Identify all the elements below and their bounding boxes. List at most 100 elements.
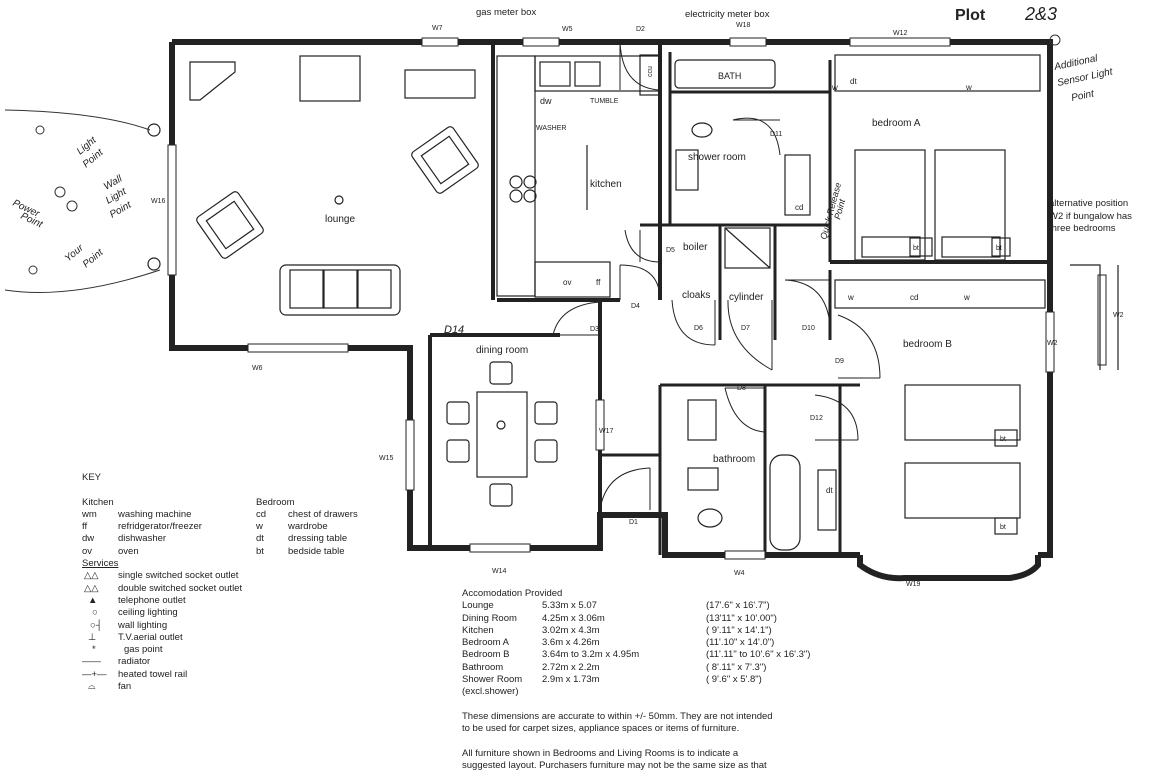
door-d6: D6	[694, 325, 703, 332]
window-w5: W5	[562, 26, 573, 33]
acc-imperial: ( 8'.11" x 7'.3")	[706, 661, 767, 673]
bathroom-fittings	[674, 59, 801, 551]
key-kitchen-code: ff	[82, 521, 88, 533]
socket-single-icon: △△	[84, 570, 99, 582]
acc-note-1b: to be used for carpet sizes, appliance s…	[462, 723, 740, 735]
room-shower: shower room	[688, 152, 746, 163]
key-services-heading: Services	[82, 558, 119, 570]
acc-note-2: All furniture shown in Bedrooms and Livi…	[462, 747, 739, 759]
acc-imperial: ( 9'.6" x 5'.8")	[706, 674, 762, 686]
door-d12: D12	[810, 415, 823, 422]
fixture-tumble: TUMBLE	[590, 98, 619, 105]
wall-light-icon: ○┤	[90, 619, 103, 631]
window-w6: W6	[252, 365, 263, 372]
plot-numbers: 2&3	[1024, 4, 1057, 24]
room-bedroom-b: bedroom B	[903, 339, 952, 350]
room-dining: dining room	[476, 345, 528, 356]
key-kitchen-heading: Kitchen	[82, 496, 114, 508]
key-service-desc: fan	[118, 681, 132, 693]
window-w19: W19	[906, 581, 921, 588]
acc-imperial: ( 9'.11" x 14'.1")	[706, 624, 772, 636]
key-bedroom-desc: wardrobe	[288, 521, 328, 533]
acc-imperial: (17'.6" x 16'.7")	[706, 600, 770, 612]
key-bedroom-code: w	[256, 521, 263, 533]
room-bathroom: bathroom	[713, 454, 755, 465]
acc-room: Bedroom A	[462, 637, 509, 649]
door-d9: D9	[835, 358, 844, 365]
key-service-desc: ceiling lighting	[118, 607, 178, 619]
fixture-w-a2: w	[965, 83, 972, 92]
door-d10: D10	[802, 325, 815, 332]
fixture-ccu: ccu	[647, 66, 654, 77]
door-swings	[552, 41, 881, 511]
gas-meter-label: gas meter box	[476, 7, 536, 18]
note-power-point-2: Point	[19, 211, 45, 231]
window-w18: W18	[736, 22, 751, 29]
window-w16: W16	[151, 198, 166, 205]
room-kitchen: kitchen	[590, 179, 622, 190]
key-service-desc: T.V.aerial outlet	[118, 631, 183, 643]
bath-label: BATH	[718, 71, 741, 81]
note-sensor-3: Point	[1070, 88, 1096, 104]
key-bedroom-code: cd	[256, 508, 267, 520]
key-bedroom-desc: chest of drawers	[288, 508, 358, 520]
lounge-furniture	[147, 55, 479, 316]
fixture-bt-b1: bt	[1000, 436, 1006, 443]
acc-room: Bathroom	[462, 661, 504, 673]
key-kitchen-desc: washing machine	[118, 508, 192, 520]
alt-position-line3: three bedrooms	[1049, 223, 1116, 234]
window-w15: W15	[379, 455, 394, 462]
room-bedroom-a: bedroom A	[872, 118, 921, 129]
key-service-desc: double switched socket outlet	[118, 582, 243, 594]
key-panel: KEY Kitchen Bedroom wm washing machine c…	[82, 472, 402, 693]
room-cloaks: cloaks	[682, 290, 710, 301]
acc-metric: 2.9m x 1.73m	[542, 674, 600, 686]
door-d4: D4	[631, 303, 640, 310]
key-service-desc: single switched socket outlet	[118, 570, 239, 582]
key-kitchen-code: wm	[82, 508, 97, 520]
fixture-w-a1: w	[831, 83, 838, 92]
acc-metric: 4.25m x 3.06m	[542, 612, 605, 624]
fixture-dt-b: dt	[826, 486, 833, 495]
door-d1: D1	[629, 519, 638, 526]
alt-position-line1: alternative position	[1049, 198, 1128, 209]
key-bedroom-heading: Bedroom	[256, 496, 295, 508]
key-bedroom-desc: bedside table	[288, 545, 345, 557]
key-service-desc: radiator	[118, 656, 151, 668]
window-w4: W4	[734, 570, 745, 577]
windows	[167, 37, 1107, 560]
key-kitchen-desc: oven	[118, 545, 139, 557]
fixture-w-b1: w	[847, 293, 854, 302]
fixture-cd-b: cd	[910, 293, 918, 302]
plot-label: Plot	[955, 7, 986, 24]
socket-double-icon: △△	[84, 582, 99, 594]
window-w7: W7	[432, 25, 443, 32]
acc-imperial: (11'.11" to 10'.6" x 16'.3")	[706, 649, 811, 661]
key-kitchen-desc: dishwasher	[118, 533, 167, 545]
key-kitchen-code: ov	[82, 545, 93, 557]
key-title: KEY	[82, 472, 102, 483]
bedroom-furniture	[784, 54, 1046, 535]
kitchen-fittings	[496, 54, 661, 298]
acc-imperial: (13'11" x 10'.00")	[706, 612, 777, 624]
radiator-icon: ——	[82, 656, 101, 668]
door-d5: D5	[666, 247, 675, 254]
gas-point-icon: *	[92, 644, 96, 656]
fixture-ff: ff	[596, 278, 601, 287]
alt-position-line2: W2 if bungalow has	[1049, 211, 1132, 222]
electricity-meter-label: electricity meter box	[685, 9, 770, 20]
acc-room: (excl.shower)	[462, 686, 519, 698]
window-w12: W12	[893, 30, 908, 37]
acc-room: Lounge	[462, 600, 494, 612]
acc-note-1: These dimensions are accurate to within …	[462, 710, 773, 722]
acc-room: Kitchen	[462, 624, 494, 636]
door-d8: D8	[737, 385, 746, 392]
door-d2: D2	[636, 26, 645, 33]
acc-metric: 5.33m x 5.07	[542, 600, 597, 612]
acc-metric: 2.72m x 2.2m	[542, 661, 600, 673]
window-w17: W17	[599, 428, 614, 435]
plan-labels: gas meter box electricity meter box Plot…	[151, 4, 1132, 588]
fixture-cd-a: cd	[795, 203, 803, 212]
